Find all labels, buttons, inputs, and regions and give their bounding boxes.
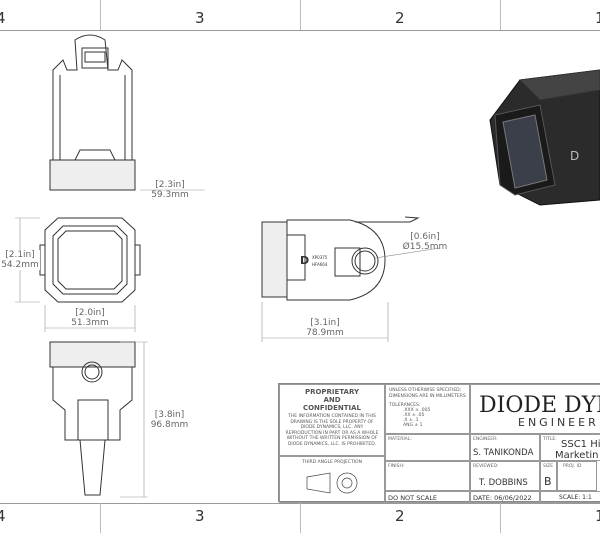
scale-cell: SCALE: 1:1 — [540, 491, 600, 503]
border-top — [0, 30, 600, 31]
zone-label: 1 — [595, 507, 600, 525]
finish-label: FINISH: — [388, 464, 405, 469]
part-marking-line1: XP0375 — [312, 255, 328, 260]
engineer-name: S. TANIKONDA — [473, 448, 534, 458]
bottom-view — [49, 341, 136, 496]
do-not-scale: DO NOT SCALE DRAWING — [388, 494, 438, 502]
dimension-lines — [15, 189, 389, 498]
proprietary-text: THE INFORMATION CONTAINED IN THIS DRAWIN… — [285, 414, 379, 447]
isometric-view: D — [489, 69, 600, 206]
reviewer-name: T. DOBBINS — [479, 478, 528, 488]
projection-cell: THIRD ANGLE PROJECTION — [279, 456, 385, 503]
title-label: TITLE: — [543, 437, 557, 442]
proprietary-title: PROPRIETARY AND CONFIDENTIAL — [302, 388, 362, 412]
dim-port-diameter: [0.6in]Ø15.5mm — [402, 232, 448, 252]
top-view — [49, 34, 136, 191]
zone-divider — [300, 0, 301, 30]
zone-divider — [300, 503, 301, 533]
do-not-scale-cell: DO NOT SCALE DRAWING — [385, 491, 470, 503]
dim-side-view-length: [3.1in]78.9mm — [306, 318, 344, 338]
zone-divider — [100, 503, 101, 533]
material-cell: MATERIAL: — [385, 434, 470, 461]
dim-front-view-height: [2.1in]54.2mm — [0, 250, 40, 270]
engineer-cell: ENGINEER: S. TANIKONDA — [470, 434, 540, 461]
tolerance-cell: UNLESS OTHERWISE SPECIFIED: DIMENSIONS A… — [385, 384, 470, 434]
zone-label: 2 — [395, 9, 405, 27]
dim-top-view-height: [2.3in]59.3mm — [151, 180, 189, 200]
proj-id-label: PROJ. ID — [563, 464, 582, 469]
projection-label: THIRD ANGLE PROJECTION — [302, 460, 362, 465]
proprietary-cell: PROPRIETARY AND CONFIDENTIAL THE INFORMA… — [279, 384, 385, 456]
dim-front-view-width: [2.0in]51.3mm — [71, 308, 109, 328]
dim-bottom-view-height: [3.8in]96.8mm — [147, 410, 192, 430]
company-cell: DIODE DYN ENGINEER — [470, 384, 600, 434]
size-cell: SIZE B — [540, 461, 557, 491]
tolerance-xxx: .XXX ± .005 — [403, 408, 431, 413]
tolerances-label: TOLERANCES: — [389, 403, 421, 408]
part-marking-line2: HFA664 — [312, 262, 328, 267]
date-cell: DATE: 06/06/2022 — [470, 491, 540, 503]
reviewed-label: REVIEWED: — [473, 464, 499, 469]
zone-divider — [500, 503, 501, 533]
material-label: MATERIAL: — [388, 437, 412, 442]
tolerance-angle: ANG ± 1 — [403, 423, 423, 428]
engineer-label: ENGINEER: — [473, 437, 498, 442]
part-logo: D — [300, 254, 310, 267]
size-value: B — [544, 475, 552, 488]
proj-id-cell: PROJ. ID — [557, 461, 597, 491]
size-label: SIZE — [543, 464, 554, 469]
side-view — [261, 216, 441, 301]
zone-divider — [500, 0, 501, 30]
title-line1: SSC1 Hi — [561, 439, 600, 450]
reviewed-cell: REVIEWED: T. DOBBINS — [470, 461, 540, 491]
tolerance-x: .X ± .1 — [403, 418, 419, 423]
zone-label: 2 — [395, 507, 405, 525]
iso-logo: D — [570, 149, 579, 163]
title-line2: Marketin — [555, 450, 599, 461]
company-subtitle: ENGINEER — [518, 416, 599, 429]
date: DATE: 06/06/2022 — [473, 494, 532, 502]
unless-specified: UNLESS OTHERWISE SPECIFIED: DIMENSIONS A… — [389, 388, 466, 399]
zone-label: 3 — [195, 9, 205, 27]
zone-label: 4 — [0, 507, 6, 525]
tolerance-xx: .XX ± .05 — [403, 413, 425, 418]
finish-cell: FINISH: — [385, 461, 470, 491]
zone-label: 4 — [0, 9, 6, 27]
zone-divider — [100, 0, 101, 30]
third-angle-projection-icon — [306, 472, 358, 494]
front-view — [39, 217, 141, 303]
company-name: DIODE DYN — [479, 393, 600, 418]
title-block: PROPRIETARY AND CONFIDENTIAL THE INFORMA… — [278, 383, 600, 503]
zone-label: 3 — [195, 507, 205, 525]
zone-label: 1 — [595, 9, 600, 27]
scale: SCALE: 1:1 — [559, 494, 592, 501]
title-cell: TITLE: SSC1 Hi Marketin — [540, 434, 600, 461]
